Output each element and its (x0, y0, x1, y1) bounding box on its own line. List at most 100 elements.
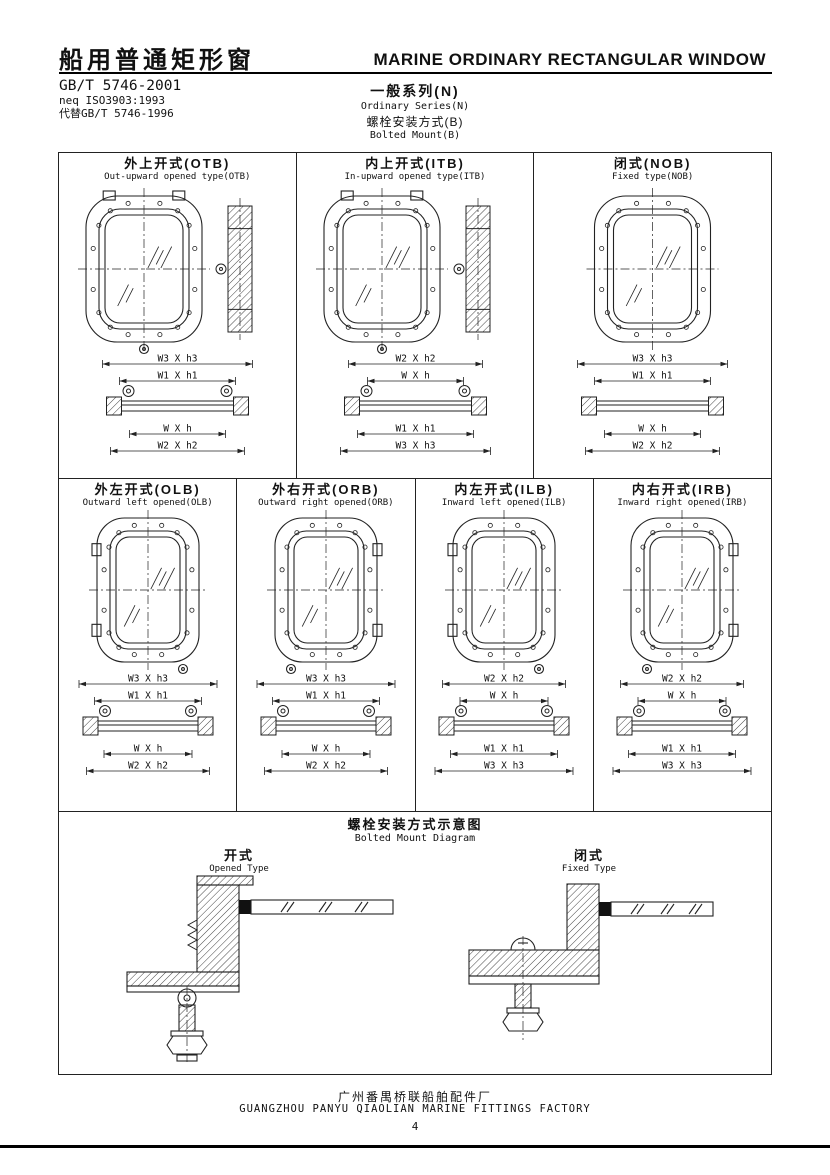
bolt-icon (515, 651, 521, 657)
horizontal-section-view (260, 704, 392, 736)
bolt-icon (106, 544, 112, 550)
bolt-icon (116, 529, 122, 535)
dimension-line: W2 X h2 (109, 440, 245, 455)
wingnut-ring-icon (455, 704, 468, 717)
wingnut-ring-icon (633, 704, 646, 717)
window-front-view (586, 187, 719, 350)
dimension-label: W3 X h3 (662, 760, 702, 771)
factory-name-en: GUANGZHOU PANYU QIAOLIAN MARINE FITTINGS… (239, 1103, 591, 1115)
bolt-icon (708, 529, 714, 535)
dimension-line: W3 X h3 (612, 760, 752, 775)
bolt-icon (189, 567, 195, 573)
bolt-icon (279, 567, 285, 573)
bolt-icon (294, 644, 300, 650)
window-front-view (623, 509, 742, 674)
glass-pane (250, 899, 394, 915)
bolt-icon (462, 544, 468, 550)
bolt-icon (693, 522, 699, 528)
grid-row-1: 外上开式(OTB) Out-upward opened type(OTB) W3… (59, 153, 771, 479)
panel-itb: 内上开式(ITB) In-upward opened type(ITB) W2 … (297, 153, 535, 478)
bolt-icon (515, 522, 521, 528)
dimension-label: W1 X h1 (306, 690, 346, 701)
panel-title-cn: 内上开式(ITB) (365, 156, 465, 171)
bolt-icon (695, 309, 701, 315)
bolt-icon (96, 309, 102, 315)
series-title-en: Ordinary Series(N) (360, 100, 470, 112)
wingnut-ring-icon (220, 384, 233, 397)
panel-title-en: In-upward opened type(ITB) (344, 171, 486, 182)
dimension-line: W X h (366, 370, 464, 385)
window-front-view (266, 509, 385, 674)
wingnut-ring-icon (458, 384, 470, 397)
factory-name-cn: 广州番禺桥联船舶配件厂 (337, 1090, 492, 1104)
bolt-icon (487, 651, 493, 657)
bolt-icon (106, 630, 112, 636)
dimension-line: W2 X h2 (585, 440, 721, 455)
bolt-icon (362, 544, 368, 550)
dimension-line: W3 X h3 (339, 440, 491, 455)
horizontal-section-view (438, 704, 570, 736)
dimension-line: W2 X h2 (442, 673, 567, 688)
horizontal-section-view (105, 384, 249, 416)
dimension-label: W3 X h3 (484, 760, 524, 771)
bolt-icon (157, 331, 163, 337)
bolt-icon (412, 208, 418, 214)
fixed-type-label: 闭式 Fixed Type (561, 848, 617, 874)
window-side-section (215, 197, 253, 340)
bolt-icon (666, 651, 672, 657)
bolt-icon (279, 607, 285, 613)
bolt-icon (605, 309, 611, 315)
panel-orb: 外右开式(ORB) Outward right opened(ORB) W3 X… (237, 479, 416, 811)
bolt-icon (635, 567, 641, 573)
bolt-icon (545, 607, 551, 613)
bolt-icon (723, 567, 729, 573)
bolt-icon (634, 331, 640, 337)
panel-ilb: 内左开式(ILB) Inward left opened(ILB) W2 X h… (416, 479, 594, 811)
bolt-icon (294, 529, 300, 535)
dimension-label: W2 X h2 (128, 760, 168, 771)
bolt-icon (424, 222, 430, 228)
dimension-line: W X h (637, 690, 727, 705)
dimension-label: W3 X h3 (395, 440, 435, 451)
horizontal-section-view (343, 384, 487, 416)
horizontal-section-view (581, 396, 725, 416)
series-block: 一般系列(N) Ordinary Series(N) 螺栓安装方式(B) Bol… (0, 83, 830, 143)
bolt-icon (192, 245, 198, 251)
bolt-icon (666, 331, 672, 337)
hinge-clip (372, 542, 383, 556)
glass-seal (599, 902, 611, 916)
bolt-icon (693, 651, 699, 657)
mount-diagram-section: 螺栓安装方式示意图 Bolted Mount Diagram 开式 Opened… (59, 812, 771, 1072)
bolt-icon (131, 522, 137, 528)
bolt-icon (683, 324, 689, 330)
dimension-label: W3 X h3 (157, 353, 197, 364)
bolt-icon (309, 522, 315, 528)
opened-type-section-drawing (126, 875, 394, 1062)
opened-type-label: 开式 Opened Type (209, 848, 269, 874)
wingnut-ring-icon (360, 384, 372, 397)
glass-seal (239, 900, 251, 914)
hinge-clip (340, 190, 354, 201)
dimension-label: W1 X h1 (633, 370, 673, 381)
panel-title-en: Outward right opened(ORB) (258, 497, 394, 508)
dimension-line: W2 X h2 (85, 760, 210, 775)
dimension-line: W2 X h2 (620, 673, 745, 688)
hex-nut-icon (502, 1012, 544, 1032)
bolt-icon (333, 222, 339, 228)
bolt-icon (107, 208, 113, 214)
bolt-icon (723, 607, 729, 613)
bolt-icon (131, 651, 137, 657)
bolt-icon (472, 529, 478, 535)
handle-ring-icon (534, 663, 545, 674)
dimension-line: W3 X h3 (101, 353, 253, 368)
panel-title-cn: 内左开式(ILB) (454, 482, 554, 497)
dimension-line: W1 X h1 (93, 690, 202, 705)
bolt-icon (683, 208, 689, 214)
bolt-icon (345, 208, 351, 214)
panel-otb: 外上开式(OTB) Out-upward opened type(OTB) W3… (59, 153, 297, 478)
bolt-icon (634, 200, 640, 206)
wingnut-ring-icon (276, 704, 289, 717)
